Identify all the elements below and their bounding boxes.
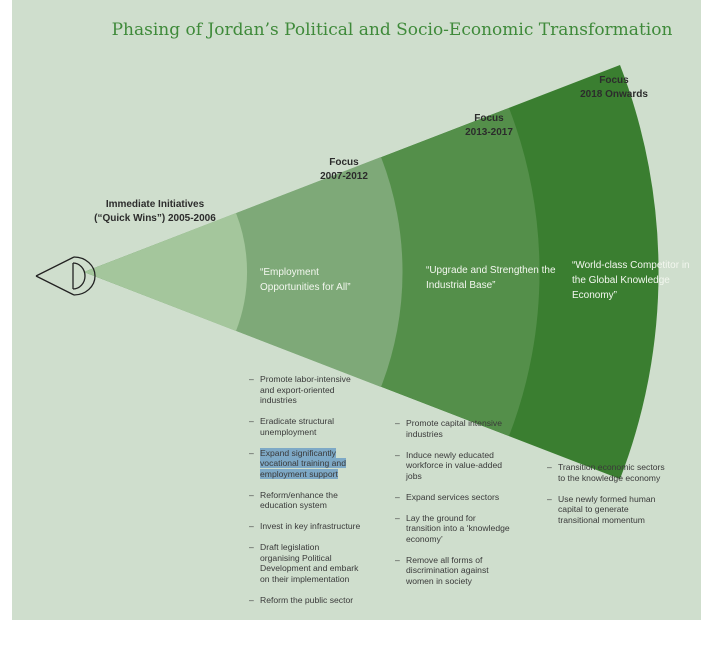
highlighted-text: Expand significantly vocational training… [260, 447, 346, 479]
bullet-item: Promote labor-intensive and export-orien… [249, 374, 361, 406]
phase-4-goal: “World-class Competitor in the Global Kn… [572, 260, 690, 301]
phase-3-goal: “Upgrade and Strengthen the Industrial B… [426, 265, 556, 291]
bullet-item: Lay the ground for transition into a ‘kn… [395, 513, 510, 545]
bullets-2018-onwards: Transition economic sectors to the knowl… [547, 462, 669, 536]
bullet-item: Induce newly educated workforce in value… [395, 450, 510, 482]
bullet-item: Transition economic sectors to the knowl… [547, 462, 669, 483]
bullet-item: Use newly formed human capital to genera… [547, 494, 669, 526]
phase-1-wedge [84, 213, 248, 331]
bullet-item: Remove all forms of discrimination again… [395, 555, 510, 587]
bullets-2007-2012: Promote labor-intensive and export-orien… [249, 374, 361, 616]
bullet-item: Promote capital intensive industries [395, 418, 510, 439]
bullet-item: Invest in key infrastructure [249, 521, 361, 532]
diagram-title: Phasing of Jordan’s Political and Socio-… [111, 20, 673, 40]
bullet-item: Reform the public sector [249, 595, 361, 606]
phase-2-label: Focus 2007-2012 [320, 157, 368, 182]
bullet-item: Expand significantly vocational training… [249, 447, 361, 480]
bullets-2013-2017: Promote capital intensive industries Ind… [395, 418, 510, 597]
bullet-item: Expand services sectors [395, 492, 510, 503]
phase-fan [35, 65, 659, 479]
bullet-item: Eradicate structural unemployment [249, 416, 361, 437]
bullet-item: Draft legislation organising Political D… [249, 542, 361, 584]
phase-4-label: Focus 2018 Onwards [580, 75, 648, 100]
phase-1-label: Immediate Initiatives (“Quick Wins”) 200… [94, 199, 216, 224]
phase-2-goal: “Employment Opportunities for All” [260, 267, 351, 293]
eye-icon [35, 256, 96, 296]
bullet-item: Reform/enhance the education system [249, 490, 361, 511]
diagram-panel: Phasing of Jordan’s Political and Socio-… [12, 0, 701, 620]
phase-3-label: Focus 2013-2017 [465, 113, 513, 138]
